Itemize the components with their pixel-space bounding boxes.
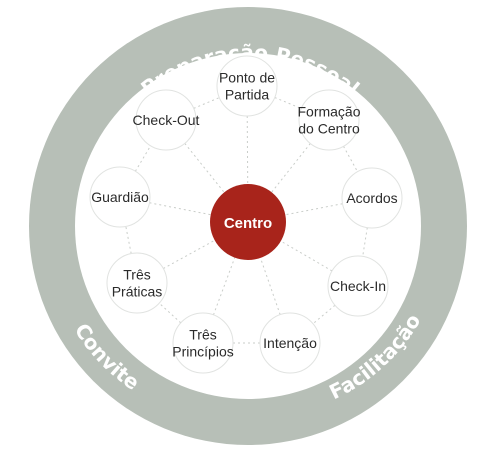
node-label-check-out: Check-Out xyxy=(133,112,200,128)
node-circle-guardiao xyxy=(89,166,151,228)
node-circle-ponto-de-partida xyxy=(216,55,278,117)
node-circle-check-out xyxy=(135,89,197,151)
node-label-check-in: Check-In xyxy=(330,278,386,294)
node-label-line: Check-Out xyxy=(133,112,200,128)
node-label-line: Práticas xyxy=(112,284,163,300)
center-label: Centro xyxy=(224,215,272,232)
node-label-line: do Centro xyxy=(298,121,360,137)
node-circle-intencao xyxy=(259,312,321,374)
center-node xyxy=(210,184,286,260)
node-circle-tres-principios xyxy=(172,312,234,374)
node-label-line: Intenção xyxy=(263,335,317,351)
node-label-line: Formação xyxy=(297,104,360,120)
node-label-line: Três xyxy=(189,327,216,343)
node-circles xyxy=(89,55,403,374)
node-circle-acordos xyxy=(341,167,403,229)
node-label-line: Guardião xyxy=(91,189,149,205)
node-label-line: Princípios xyxy=(172,344,233,360)
node-label-line: Três xyxy=(123,267,150,283)
node-circle-formacao-do-centro xyxy=(298,89,360,151)
node-label-line: Acordos xyxy=(346,190,397,206)
node-label-acordos: Acordos xyxy=(346,190,397,206)
node-label-line: Partida xyxy=(225,87,270,103)
node-label-line: Ponto de xyxy=(219,70,275,86)
node-circle-check-in xyxy=(327,255,389,317)
node-label-intencao: Intenção xyxy=(263,335,317,351)
node-label-guardiao: Guardião xyxy=(91,189,149,205)
node-label-line: Check-In xyxy=(330,278,386,294)
node-circle-tres-praticas xyxy=(106,252,168,314)
